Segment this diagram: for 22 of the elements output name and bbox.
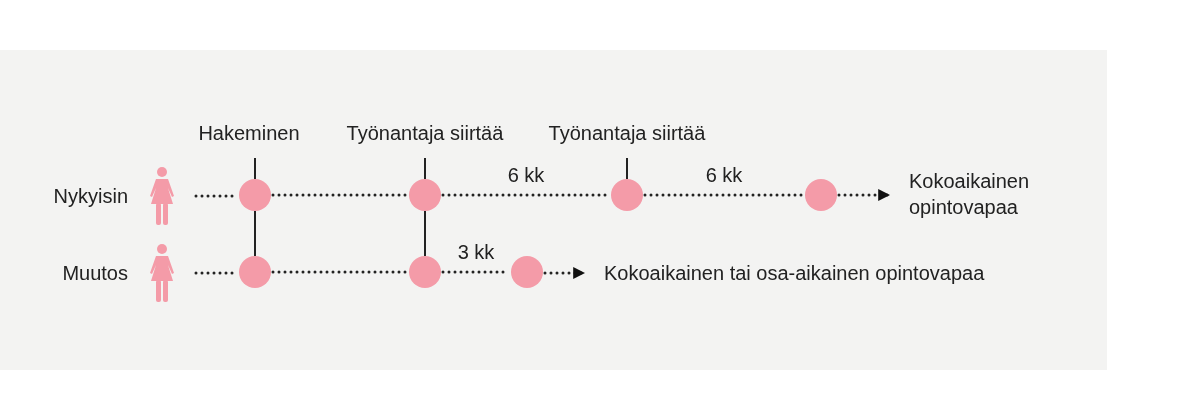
connector-line xyxy=(254,157,256,180)
connector-line xyxy=(626,157,628,180)
arrow xyxy=(543,267,586,279)
edge-label: 3 kk xyxy=(457,240,495,264)
person-icon xyxy=(148,243,176,303)
dotted-line xyxy=(271,270,409,274)
connector-line xyxy=(254,210,256,257)
row-label: Nykyisin xyxy=(53,184,128,209)
outcome-label: Kokoaikainen opintovapaa xyxy=(909,168,1059,222)
outcome-label: Kokoaikainen tai osa-aikainen opintovapaa xyxy=(604,260,1054,286)
edge-label: 6 kk xyxy=(507,163,545,187)
connector-line xyxy=(424,210,426,257)
step-label: Työnantaja siirtää xyxy=(332,120,518,146)
edge-label: 6 kk xyxy=(705,163,743,187)
step-label: Hakeminen xyxy=(190,120,308,146)
row-label: Muutos xyxy=(62,261,128,286)
person-icon xyxy=(148,166,176,226)
arrow xyxy=(837,189,891,201)
dotted-line xyxy=(271,193,409,197)
connector-line xyxy=(424,157,426,180)
dotted-line xyxy=(643,193,805,197)
step-label: Työnantaja siirtää xyxy=(534,120,720,146)
